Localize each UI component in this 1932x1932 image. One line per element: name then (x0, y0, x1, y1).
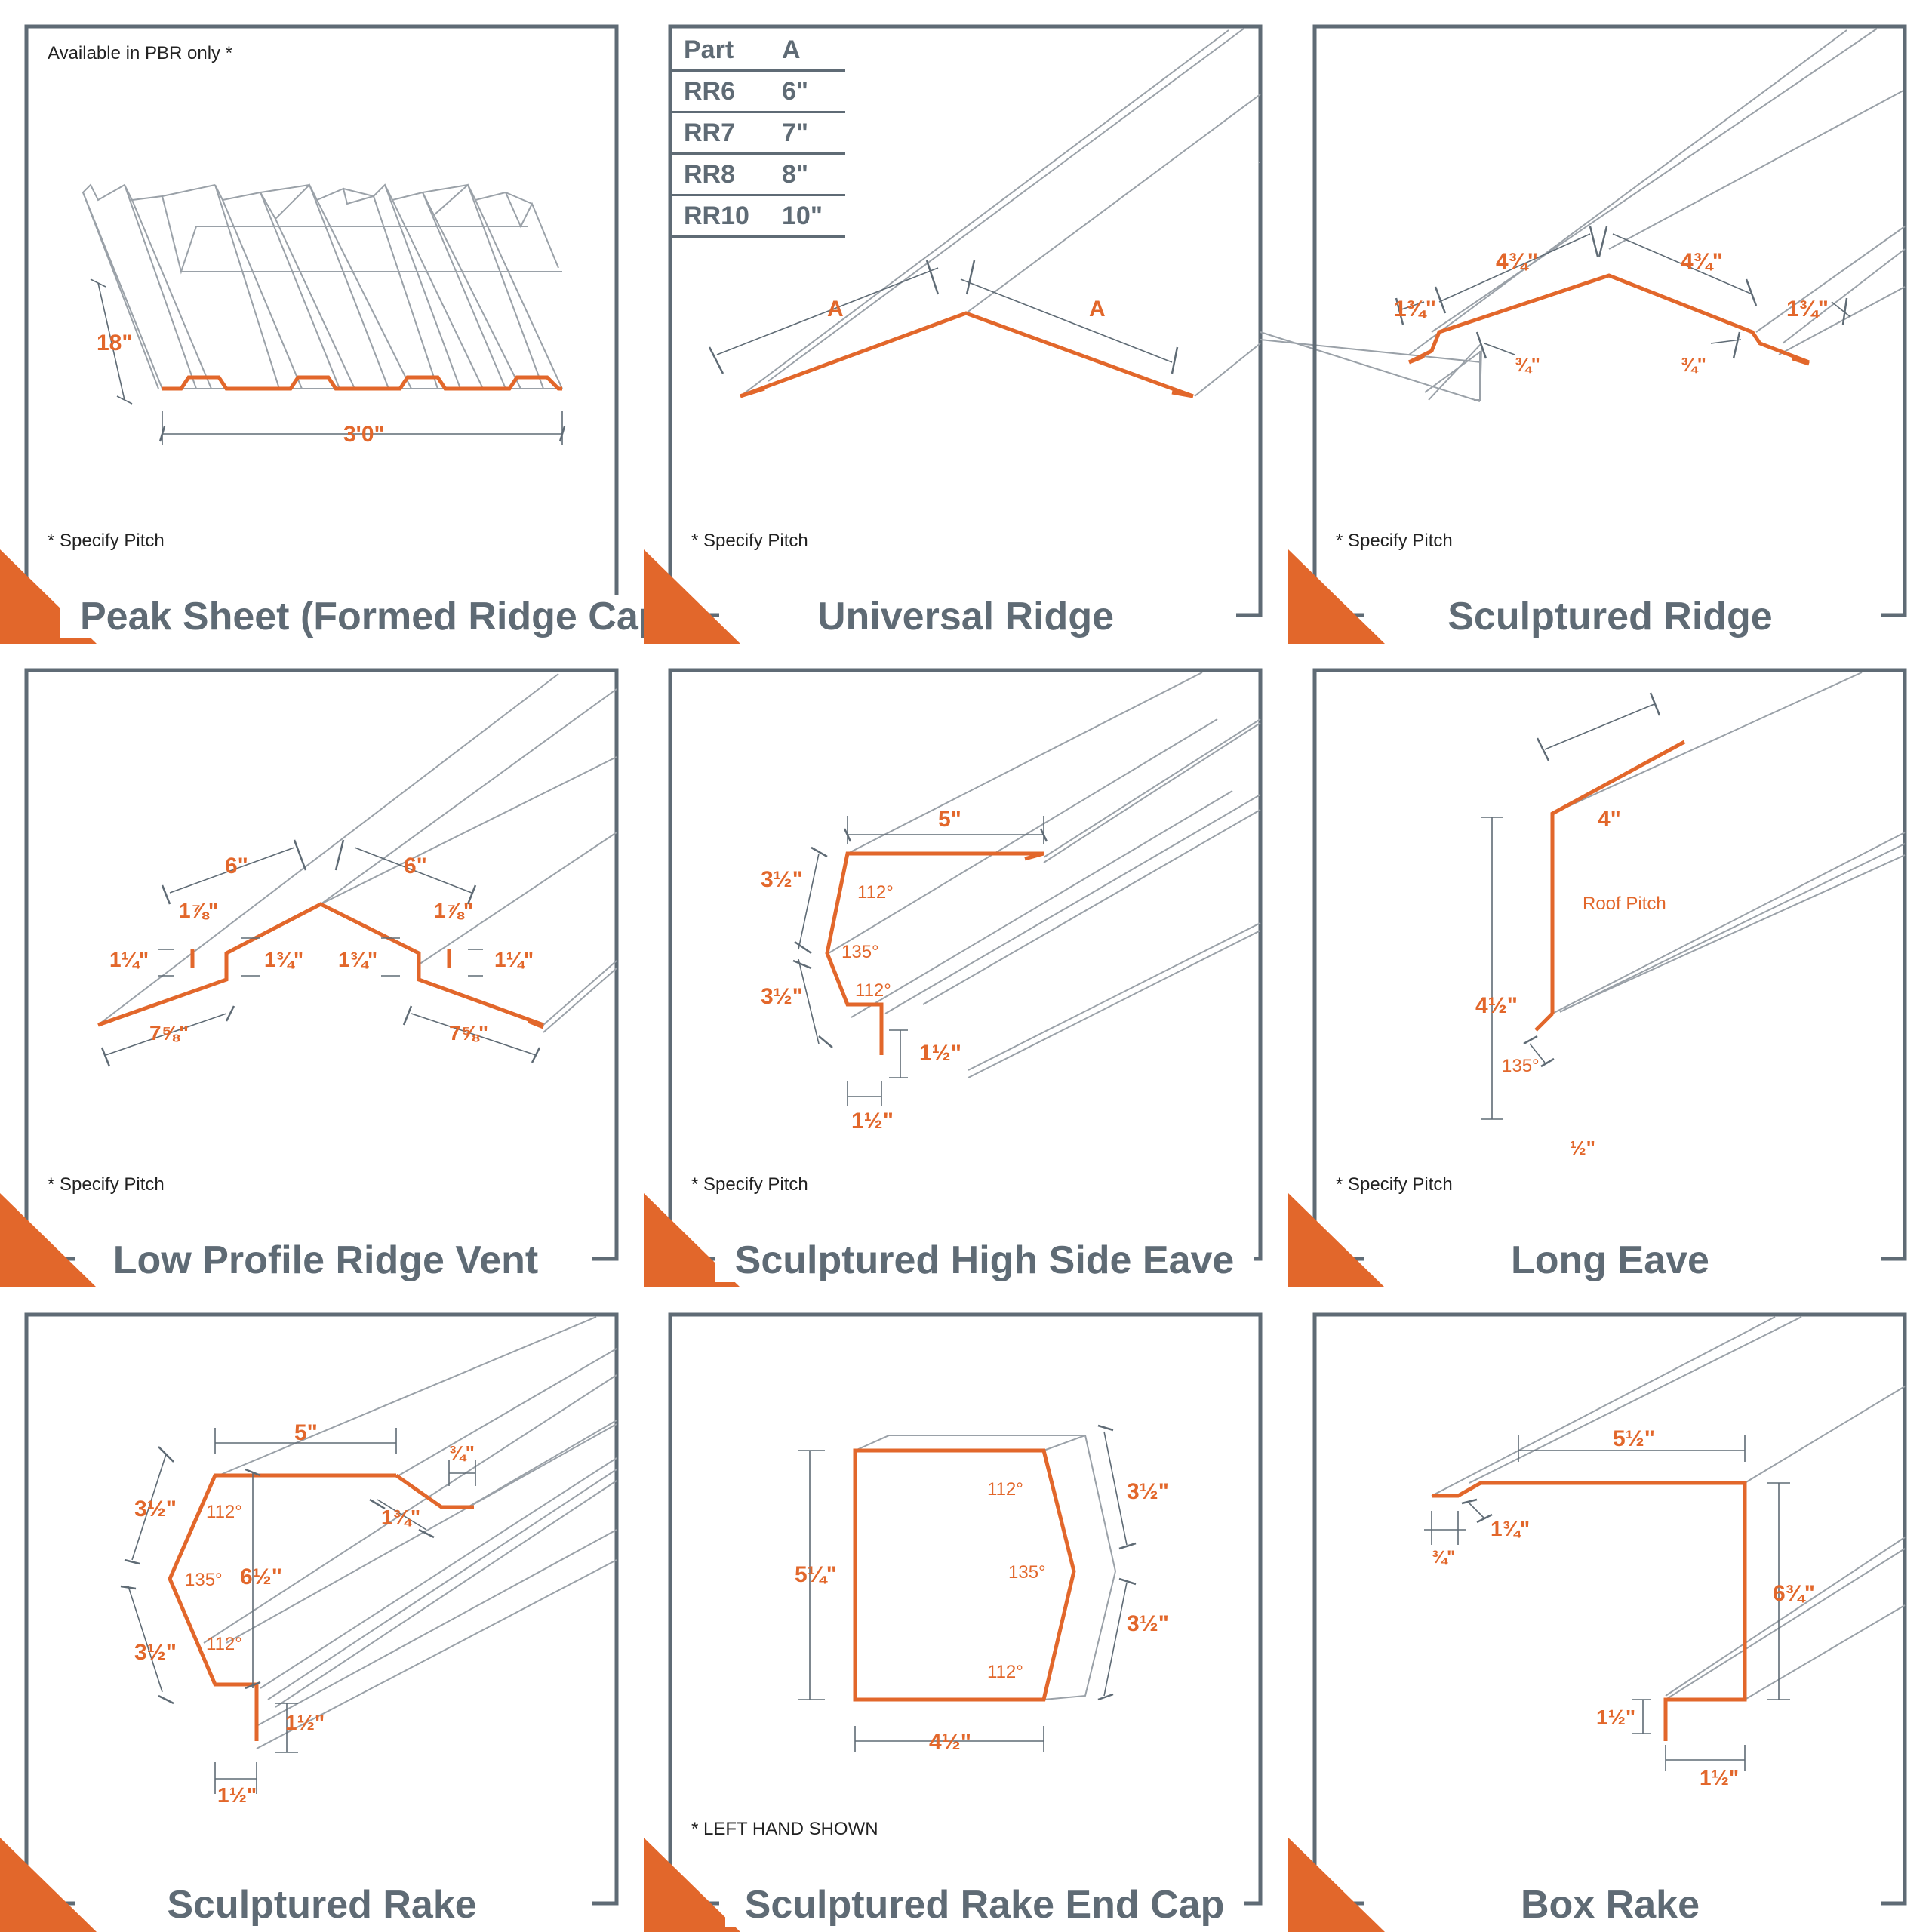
table-row: RR7 7" (672, 113, 845, 155)
part-table: Part A RR6 6" RR7 7" RR8 8" RR10 10" (672, 30, 845, 238)
dim-left-rise: 1⅞" (179, 899, 219, 922)
specify-pitch-note: * Specify Pitch (691, 531, 808, 551)
dim-top: 5" (294, 1420, 318, 1445)
dim-left-vent: 1¾" (264, 948, 304, 971)
panel-long-eave: 4" 4½" ½" Roof Pitch 135° * Specify Pitc… (1288, 644, 1932, 1287)
dim-right-step: ¾" (1681, 353, 1707, 376)
panel-title: Long Eave (1318, 1234, 1902, 1287)
dim-step: 1½" (1700, 1766, 1740, 1789)
dim-lower-slant: 3½" (134, 1640, 177, 1665)
dim-drop: 1½" (919, 1041, 961, 1066)
specify-pitch-note: * Specify Pitch (1336, 1174, 1453, 1195)
dim-width: 4½" (929, 1730, 971, 1755)
left-hand-note: * LEFT HAND SHOWN (691, 1819, 878, 1839)
dim-lower-slant: 3½" (1127, 1611, 1169, 1636)
angle-lower: 112° (206, 1634, 242, 1654)
dim-step: 1½" (851, 1109, 894, 1134)
dim-height: 18" (97, 331, 133, 355)
dim-left-drop: 1¾" (1394, 297, 1436, 321)
dim-right-flange: 7⅝" (449, 1021, 489, 1044)
box-rake-drawing (1288, 1312, 1907, 1932)
rake-end-cap-drawing (644, 1312, 1263, 1932)
table-row: RR6 6" (672, 72, 845, 113)
panel-box-rake: 5½" 1¾" ¾" 6¾" 1½" 1½" Box Rake (1288, 1288, 1932, 1932)
ridge-vent-drawing (0, 668, 619, 1287)
panel-title: Universal Ridge (674, 590, 1257, 643)
dim-right-lip: 1¼" (494, 948, 534, 971)
panel-title: Low Profile Ridge Vent (60, 1234, 591, 1287)
panel-sculptured-rake: 5" ¾" 1¾" 3½" 6½" 3½" 1½" 1½" 112° 135° … (0, 1288, 644, 1932)
table-header: Part A (672, 30, 845, 72)
angle-upper: 112° (987, 1479, 1023, 1500)
angle-lower: 112° (855, 980, 891, 1001)
sculptured-rake-drawing (0, 1312, 619, 1932)
availability-note: Available in PBR only * (48, 43, 233, 63)
dim-drop: 1½" (1596, 1706, 1636, 1729)
high-side-eave-drawing (644, 668, 1263, 1287)
dim-top: 5½" (1613, 1426, 1655, 1451)
dim-top-left: 6" (225, 854, 248, 878)
panel-title: Sculptured Rake End Cap (704, 1878, 1265, 1931)
universal-ridge-drawing (644, 24, 1482, 644)
table-row: RR8 8" (672, 155, 845, 196)
panel-sculptured-rake-end-cap: 5¼" 3½" 3½" 4½" 112° 135° 112° * LEFT HA… (644, 1288, 1287, 1932)
long-eave-drawing (1288, 668, 1907, 1287)
panel-title: Peak Sheet (Formed Ridge Cap) (60, 590, 695, 643)
dim-upper-slant: 3½" (761, 867, 803, 892)
dim-top: 5" (938, 807, 961, 832)
dim-left-flange: 7⅝" (149, 1021, 189, 1044)
dim-top-left: 4¾" (1496, 249, 1538, 274)
dim-a-right: A (1089, 297, 1106, 321)
specify-pitch-note: * Specify Pitch (691, 1174, 808, 1195)
dim-left-step: ¾" (1515, 353, 1541, 376)
angle-upper: 112° (857, 882, 894, 903)
dim-lower-slant: 3½" (761, 984, 803, 1009)
dim-right-vent: 1¾" (338, 948, 378, 971)
sculptured-ridge-drawing (1288, 24, 1907, 644)
dim-upper-slant: 3½" (1127, 1479, 1169, 1504)
dim-height: 6½" (240, 1564, 282, 1589)
panel-title: Sculptured Rake (30, 1878, 614, 1931)
dim-drop: 1½" (285, 1711, 325, 1734)
panel-universal-ridge: Part A RR6 6" RR7 7" RR8 8" RR10 10" A A… (644, 0, 1482, 644)
table-row: RR10 10" (672, 196, 845, 238)
panel-title: Sculptured Ridge (1318, 590, 1902, 643)
angle-middle: 135° (1008, 1562, 1046, 1583)
dim-width: 3'0" (343, 422, 385, 447)
panel-low-profile-ridge-vent: 6" 6" 1⅞" 1⅞" 1¼" 1¾" 1¾" 1¼" 7⅝" 7⅝" * … (0, 644, 644, 1287)
dim-tip: ¾" (449, 1441, 475, 1464)
angle-middle: 135° (841, 942, 879, 962)
dim-lip: ¾" (1432, 1547, 1456, 1567)
panel-sculptured-high-side-eave: 5" 3½" 3½" 1½" 1½" 112° 135° 112° * Spec… (644, 644, 1287, 1287)
angle-lower: 112° (987, 1662, 1023, 1682)
panel-title: Box Rake (1318, 1878, 1902, 1931)
panel-peak-sheet: Available in PBR only * 18" 3'0" * Speci… (0, 0, 695, 644)
dim-top: 4" (1598, 807, 1621, 832)
dim-top-right: 4¾" (1681, 249, 1723, 274)
dim-step: 1½" (217, 1783, 257, 1807)
angle-lower: 135° (1502, 1056, 1540, 1076)
dim-height: 4½" (1475, 993, 1518, 1018)
specify-pitch-note: * Specify Pitch (1336, 531, 1453, 551)
dim-height: 6¾" (1773, 1581, 1815, 1606)
dim-slope: 1¾" (1491, 1517, 1531, 1540)
specify-pitch-note: * Specify Pitch (48, 531, 165, 551)
angle-roof-pitch: Roof Pitch (1583, 894, 1666, 914)
panel-sculptured-ridge: 4¾" 4¾" 1¾" 1¾" ¾" ¾" * Specify Pitch Sc… (1288, 0, 1932, 644)
dim-right-rise: 1⅞" (434, 899, 474, 922)
angle-upper: 112° (206, 1502, 242, 1522)
dim-left-lip: 1¼" (109, 948, 149, 971)
dim-a-left: A (827, 297, 844, 321)
specify-pitch-note: * Specify Pitch (48, 1174, 165, 1195)
angle-middle: 135° (185, 1570, 223, 1590)
dim-height: 5¼" (795, 1562, 837, 1587)
dim-upper-slant: 3½" (134, 1497, 177, 1521)
dim-right-drop: 1¾" (1786, 297, 1829, 321)
dim-top-right: 6" (404, 854, 427, 878)
dim-slope: 1¾" (381, 1506, 421, 1529)
dim-lip: ½" (1570, 1137, 1596, 1159)
panel-title: Sculptured High Side Eave (704, 1234, 1265, 1287)
